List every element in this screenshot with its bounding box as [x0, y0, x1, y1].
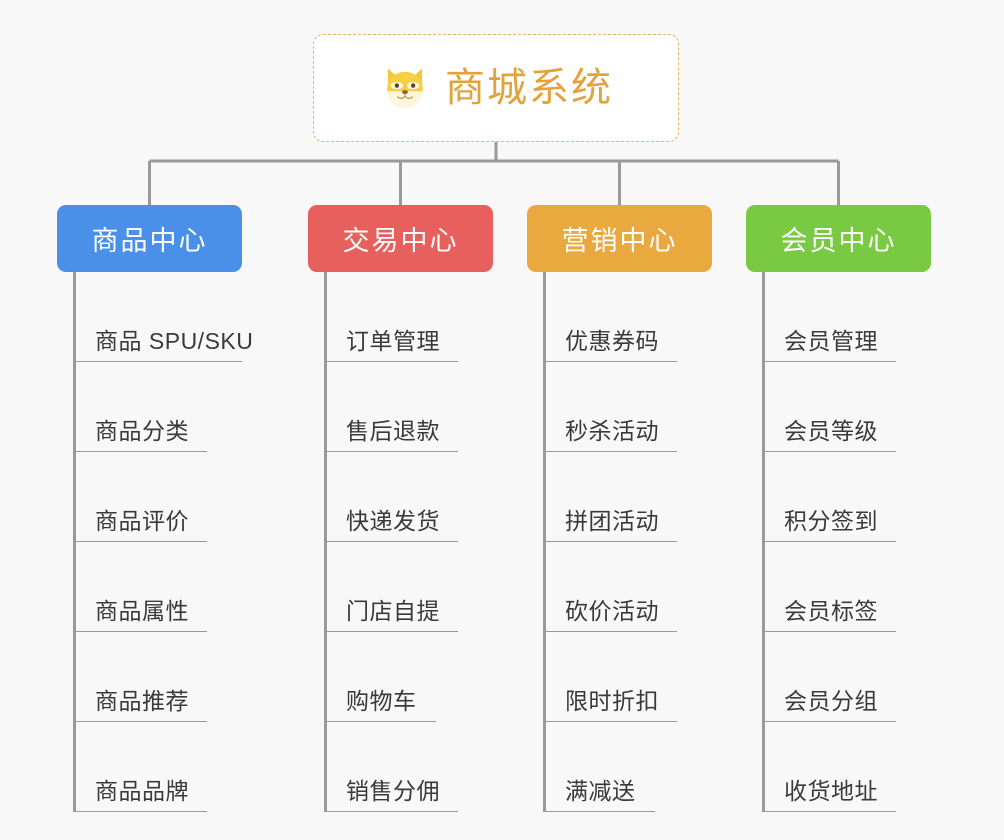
root-node[interactable]: 商城系统	[313, 34, 679, 142]
leaf-item-label: 商品分类	[95, 417, 189, 444]
leaf-item-underline: 会员管理	[762, 327, 896, 362]
category-header-label: 会员中心	[780, 226, 897, 256]
category-leaf-list: 优惠券码秒杀活动拼团活动砍价活动限时折扣满减送	[527, 272, 712, 812]
leaf-item-underline: 商品推荐	[73, 687, 207, 722]
leaf-item-underline: 限时折扣	[543, 687, 677, 722]
leaf-item-label: 收货地址	[784, 777, 878, 804]
leaf-item-label: 积分签到	[784, 507, 878, 534]
category-leaf-list: 会员管理会员等级积分签到会员标签会员分组收货地址	[746, 272, 931, 812]
leaf-item[interactable]: 优惠券码	[527, 272, 712, 362]
leaf-item-label: 满减送	[565, 777, 636, 804]
leaf-item[interactable]: 砍价活动	[527, 542, 712, 632]
category-trunk-line	[762, 272, 765, 812]
leaf-item-label: 优惠券码	[565, 327, 659, 354]
leaf-item[interactable]: 会员等级	[746, 362, 931, 452]
category-leaf-list: 商品 SPU/SKU 商品分类商品评价商品属性商品推荐商品品牌	[57, 272, 253, 812]
leaf-item[interactable]: 拼团活动	[527, 452, 712, 542]
leaf-item[interactable]: 会员标签	[746, 542, 931, 632]
leaf-item[interactable]: 门店自提	[308, 542, 493, 632]
leaf-item-underline: 商品 SPU/SKU	[73, 328, 253, 362]
category-header-label: 营销中心	[561, 226, 678, 256]
leaf-item-label: 订单管理	[346, 327, 440, 354]
leaf-item[interactable]: 商品分类	[57, 362, 242, 452]
leaf-item-label: 商品属性	[95, 597, 189, 624]
leaf-item-label: 商品 SPU/SKU	[95, 327, 254, 354]
category-header[interactable]: 会员中心	[746, 205, 931, 272]
leaf-item[interactable]: 满减送	[527, 722, 712, 812]
leaf-item[interactable]: 收货地址	[746, 722, 931, 812]
leaf-item-underline: 秒杀活动	[543, 417, 677, 452]
leaf-item-label: 砍价活动	[565, 597, 659, 624]
leaf-item-label: 会员分组	[784, 687, 878, 714]
root-title: 商城系统	[445, 66, 613, 110]
leaf-item-underline: 拼团活动	[543, 507, 677, 542]
category-trunk-line	[73, 272, 76, 812]
leaf-item[interactable]: 购物车	[308, 632, 493, 722]
leaf-item-label: 商品品牌	[95, 777, 189, 804]
leaf-item-label: 售后退款	[346, 417, 440, 444]
leaf-item-underline: 满减送	[543, 777, 655, 812]
leaf-item[interactable]: 秒杀活动	[527, 362, 712, 452]
leaf-item-underline: 会员标签	[762, 597, 896, 632]
leaf-item-label: 购物车	[346, 687, 417, 714]
category-trunk-line	[543, 272, 546, 812]
leaf-item-underline: 会员等级	[762, 417, 896, 452]
leaf-item-label: 会员管理	[784, 327, 878, 354]
leaf-item[interactable]: 商品品牌	[57, 722, 242, 812]
leaf-item-label: 限时折扣	[565, 687, 659, 714]
leaf-item-underline: 订单管理	[324, 327, 458, 362]
leaf-item[interactable]: 会员管理	[746, 272, 931, 362]
category-column: 商品中心商品 SPU/SKU 商品分类商品评价商品属性商品推荐商品品牌	[57, 205, 253, 812]
leaf-item-underline: 商品属性	[73, 597, 207, 632]
leaf-item-underline: 优惠券码	[543, 327, 677, 362]
leaf-item[interactable]: 商品评价	[57, 452, 242, 542]
leaf-item-underline: 积分签到	[762, 507, 896, 542]
leaf-item-label: 门店自提	[346, 597, 440, 624]
leaf-item[interactable]: 商品推荐	[57, 632, 242, 722]
leaf-item-underline: 会员分组	[762, 687, 896, 722]
category-header-label: 商品中心	[91, 226, 208, 256]
leaf-item-label: 快递发货	[346, 507, 440, 534]
leaf-item[interactable]: 积分签到	[746, 452, 931, 542]
shiba-dog-face-icon	[387, 68, 423, 109]
category-column: 营销中心优惠券码秒杀活动拼团活动砍价活动限时折扣满减送	[527, 205, 712, 812]
leaf-item-underline: 收货地址	[762, 777, 896, 812]
leaf-item-label: 销售分佣	[346, 777, 440, 804]
leaf-item[interactable]: 商品 SPU/SKU	[57, 272, 253, 362]
leaf-item-label: 拼团活动	[565, 507, 659, 534]
leaf-item[interactable]: 销售分佣	[308, 722, 493, 812]
leaf-item-underline: 商品品牌	[73, 777, 207, 812]
leaf-item[interactable]: 快递发货	[308, 452, 493, 542]
leaf-item-underline: 快递发货	[324, 507, 458, 542]
leaf-item[interactable]: 售后退款	[308, 362, 493, 452]
leaf-item-label: 会员标签	[784, 597, 878, 624]
leaf-item-label: 会员等级	[784, 417, 878, 444]
category-header-label: 交易中心	[342, 226, 459, 256]
category-column: 交易中心订单管理售后退款快递发货门店自提购物车销售分佣	[308, 205, 493, 812]
leaf-item-underline: 售后退款	[324, 417, 458, 452]
leaf-item-underline: 购物车	[324, 687, 436, 722]
leaf-item-underline: 门店自提	[324, 597, 458, 632]
category-leaf-list: 订单管理售后退款快递发货门店自提购物车销售分佣	[308, 272, 493, 812]
category-header[interactable]: 营销中心	[527, 205, 712, 272]
leaf-item[interactable]: 订单管理	[308, 272, 493, 362]
leaf-item-label: 商品推荐	[95, 687, 189, 714]
category-header[interactable]: 交易中心	[308, 205, 493, 272]
leaf-item[interactable]: 会员分组	[746, 632, 931, 722]
leaf-item-underline: 销售分佣	[324, 777, 458, 812]
category-trunk-line	[324, 272, 327, 812]
leaf-item-label: 秒杀活动	[565, 417, 659, 444]
category-column: 会员中心会员管理会员等级积分签到会员标签会员分组收货地址	[746, 205, 931, 812]
category-header[interactable]: 商品中心	[57, 205, 242, 272]
leaf-item-label: 商品评价	[95, 507, 189, 534]
leaf-item[interactable]: 商品属性	[57, 542, 242, 632]
leaf-item-underline: 商品分类	[73, 417, 207, 452]
leaf-item-underline: 砍价活动	[543, 597, 677, 632]
leaf-item[interactable]: 限时折扣	[527, 632, 712, 722]
leaf-item-underline: 商品评价	[73, 507, 207, 542]
